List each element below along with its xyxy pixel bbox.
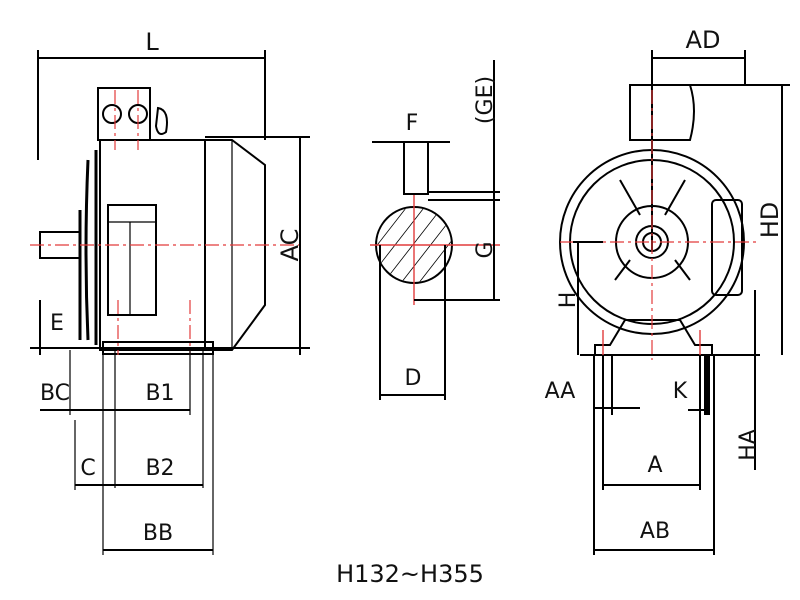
label-l: L (145, 28, 159, 56)
label-hd: HD (756, 202, 784, 239)
front-side-box (711, 199, 743, 296)
fan-cover (205, 139, 266, 351)
foot-hole-k (704, 355, 710, 415)
keyway (403, 141, 429, 195)
lifting-eye (154, 106, 168, 135)
label-a: A (647, 453, 662, 478)
gland-1 (102, 104, 122, 124)
nameplate (107, 204, 157, 316)
terminal-box (97, 87, 151, 141)
label-bb: BB (143, 521, 173, 546)
label-bc: BC (40, 381, 70, 406)
side-view: L AC E (30, 28, 310, 555)
front-end-shield (78, 150, 98, 345)
label-ad: AD (686, 26, 721, 54)
label-aa: AA (545, 379, 576, 404)
front-spokes (614, 179, 691, 281)
shaft-section-view: F (GE) G D (370, 60, 500, 400)
label-ac: AC (276, 229, 304, 262)
label-b1: B1 (145, 381, 174, 406)
label-f: F (406, 111, 419, 136)
label-b2: B2 (145, 456, 174, 481)
front-terminal-box (629, 84, 695, 141)
label-ge: (GE) (473, 76, 498, 124)
frame-size-caption: H132~H355 (336, 560, 484, 588)
front-view: AD HD H HA AA (545, 26, 790, 555)
label-c: C (80, 456, 95, 481)
label-k: K (673, 379, 688, 404)
label-h: H (556, 292, 581, 309)
label-e: E (50, 311, 64, 336)
label-d: D (405, 366, 422, 391)
label-g: G (473, 241, 498, 258)
label-ha: HA (736, 429, 761, 461)
label-ab: AB (640, 519, 670, 544)
